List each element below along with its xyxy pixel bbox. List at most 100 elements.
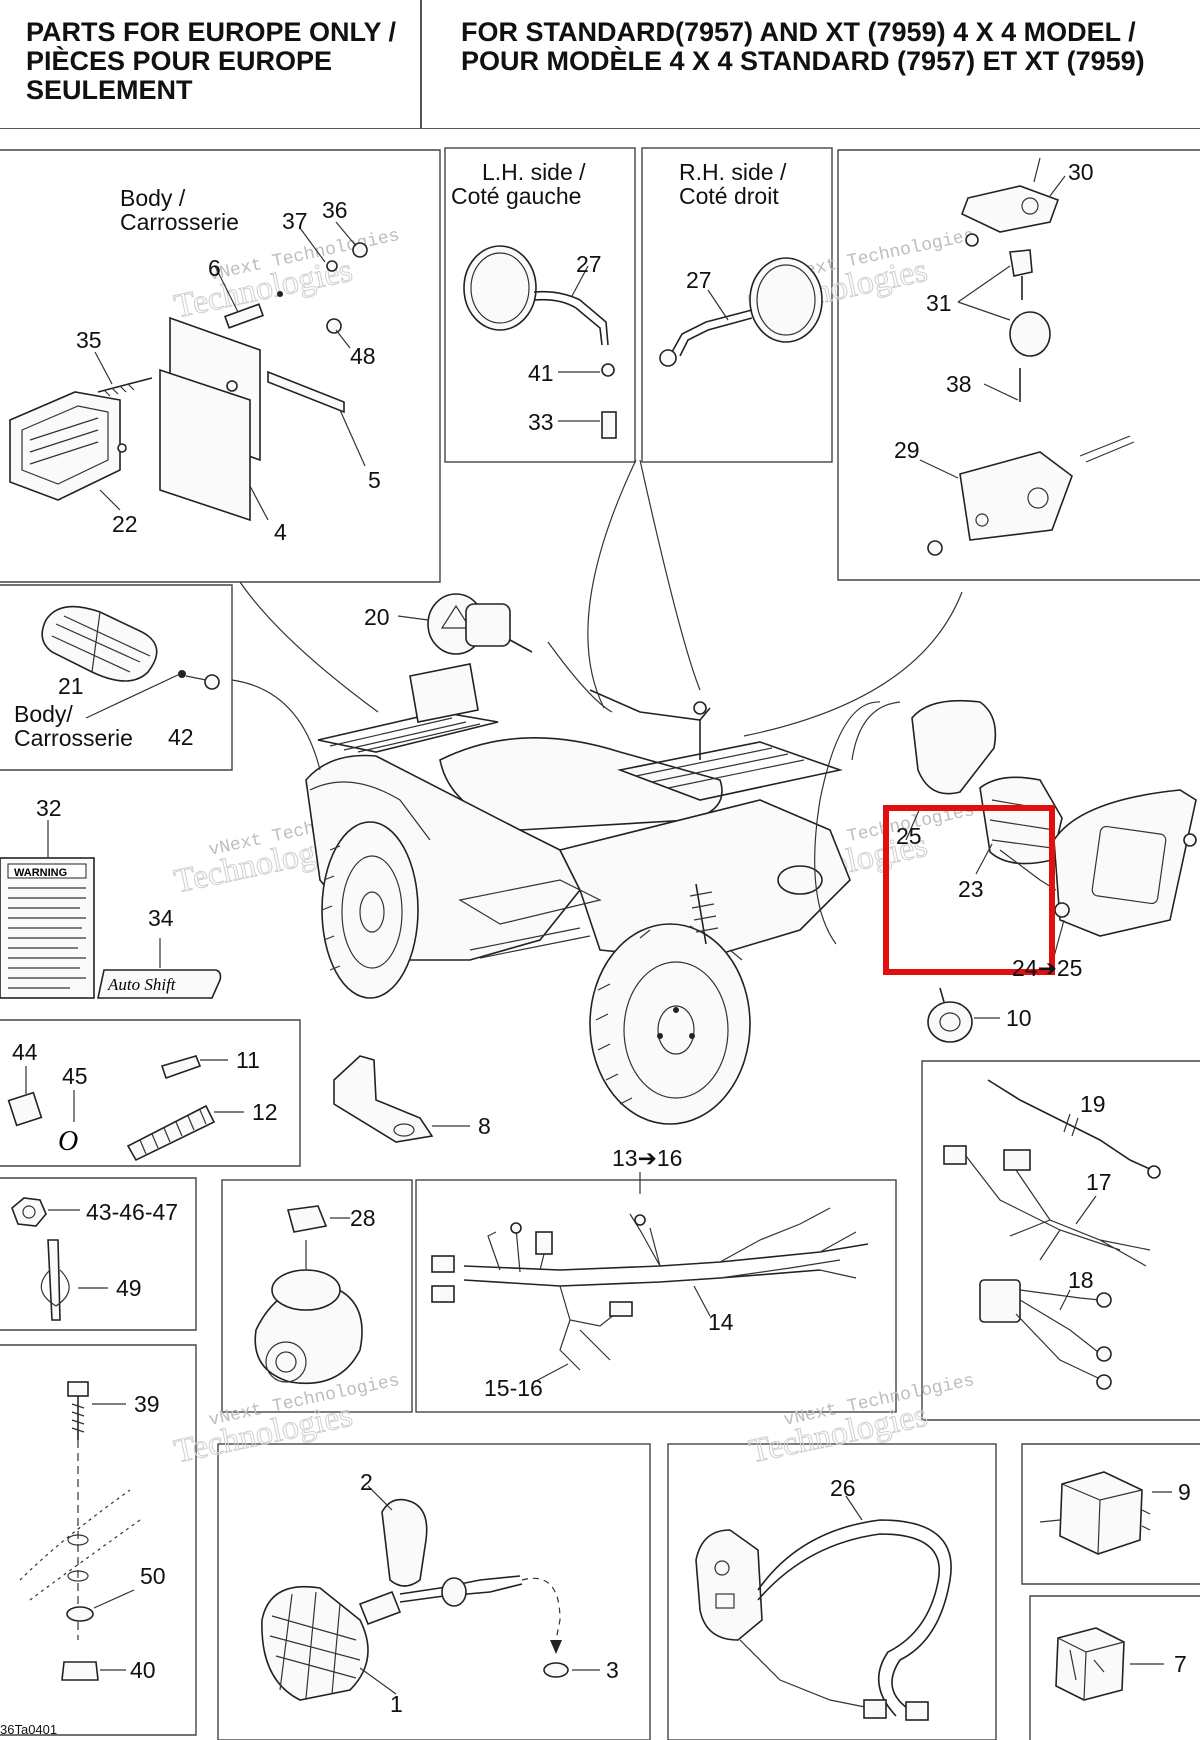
callout-32: 32 bbox=[36, 795, 62, 821]
figure-code: 36Ta0401 bbox=[0, 1722, 58, 1737]
header-line: FOR STANDARD(7957) AND XT (7959) 4 X 4 M… bbox=[461, 17, 1136, 47]
callout-29: 29 bbox=[894, 437, 920, 463]
watermark: vNext Technologies Technologies bbox=[171, 1371, 402, 1471]
bolt-stack bbox=[19, 1381, 141, 1681]
callout-50: 50 bbox=[140, 1563, 166, 1589]
connection-lines bbox=[231, 459, 963, 945]
connector bbox=[431, 1285, 455, 1303]
label-body-top: Carrosserie bbox=[120, 209, 239, 235]
callout-26: 26 bbox=[830, 1475, 856, 1501]
svg-text:WARNING: WARNING bbox=[14, 867, 67, 879]
callout-9: 9 bbox=[1178, 1479, 1191, 1505]
callout-31: 31 bbox=[926, 290, 952, 316]
callout-25: 25 bbox=[896, 823, 922, 849]
headlight-bezel bbox=[1053, 789, 1197, 937]
rivet bbox=[277, 291, 283, 297]
page-header: PARTS FOR EUROPE ONLY / PIÈCES POUR EURO… bbox=[0, 0, 1200, 129]
relay-connector bbox=[979, 1279, 1021, 1323]
relay bbox=[1055, 1627, 1125, 1701]
hazard-switch bbox=[397, 593, 533, 655]
front-wheel bbox=[589, 923, 751, 1125]
header-line: PARTS FOR EUROPE ONLY / bbox=[26, 17, 397, 47]
callout-35: 35 bbox=[76, 327, 102, 353]
callout-48: 48 bbox=[350, 343, 376, 369]
label-lh-side: Coté gauche bbox=[451, 183, 581, 209]
switch-bracket bbox=[960, 185, 1060, 233]
callout-37: 37 bbox=[282, 208, 308, 234]
turn-signal-lens bbox=[261, 1585, 369, 1701]
flange-nut bbox=[11, 1197, 47, 1227]
label-rh-side: Coté droit bbox=[679, 183, 779, 209]
callout-19: 19 bbox=[1080, 1091, 1106, 1117]
callout-10: 10 bbox=[1006, 1005, 1032, 1031]
header-region-note: PARTS FOR EUROPE ONLY / PIÈCES POUR EURO… bbox=[26, 18, 416, 105]
turn-signal-panel bbox=[261, 1485, 600, 1701]
callout-45: 45 bbox=[62, 1063, 88, 1089]
highlight-box bbox=[883, 805, 1055, 975]
front-rack bbox=[617, 741, 843, 801]
header-line: PIÈCES POUR EUROPE bbox=[26, 46, 333, 76]
mirror-head bbox=[749, 257, 823, 343]
callout-12: 12 bbox=[252, 1099, 278, 1125]
washer bbox=[543, 1662, 569, 1678]
relay bbox=[1059, 1471, 1143, 1555]
horn-body bbox=[927, 1001, 973, 1043]
washer bbox=[326, 260, 338, 272]
callout-18: 18 bbox=[1068, 1267, 1094, 1293]
callout-1: 1 bbox=[390, 1691, 403, 1717]
ignition-switch bbox=[1009, 311, 1051, 357]
washer bbox=[601, 363, 615, 377]
callout-15-16: 15-16 bbox=[484, 1375, 543, 1401]
callout-40: 40 bbox=[130, 1657, 156, 1683]
callout-2: 2 bbox=[360, 1469, 373, 1495]
atv-illustration bbox=[305, 663, 851, 1125]
header-line: POUR MODÈLE 4 X 4 STANDARD (7957) ET XT … bbox=[461, 46, 1145, 76]
callout-6: 6 bbox=[208, 255, 221, 281]
callout-14: 14 bbox=[708, 1309, 734, 1335]
lh-mirror bbox=[463, 245, 617, 439]
handlebar-switch-panel bbox=[695, 1495, 952, 1721]
panel-frames bbox=[0, 147, 1200, 1740]
push-nut bbox=[204, 674, 220, 690]
license-plate bbox=[159, 368, 251, 522]
spacer bbox=[224, 303, 264, 329]
label-body-left: Body/ bbox=[14, 701, 73, 727]
panel-labels: Body / Carrosserie L.H. side / Coté gauc… bbox=[14, 159, 787, 751]
callout-5: 5 bbox=[368, 467, 381, 493]
label-body-left: Carrosserie bbox=[14, 725, 133, 751]
header-line: SEULEMENT bbox=[26, 75, 193, 105]
callout-39: 39 bbox=[134, 1391, 160, 1417]
callout-22: 22 bbox=[112, 511, 138, 537]
headlight-assembly bbox=[905, 699, 1197, 965]
fastener-panel bbox=[11, 1197, 108, 1321]
rear-wheel bbox=[321, 821, 419, 999]
harness-adapters-panel bbox=[943, 1079, 1161, 1390]
ignition-key bbox=[1009, 249, 1033, 277]
watermark: vNext Technologies Technologies bbox=[171, 226, 402, 326]
callout-28: 28 bbox=[350, 1205, 376, 1231]
callout-labels: 37 36 6 35 48 5 22 4 27 41 33 27 30 31 3… bbox=[12, 159, 1191, 1717]
callout-30: 30 bbox=[1068, 159, 1094, 185]
connector-pin bbox=[160, 1055, 202, 1080]
gasket bbox=[7, 1091, 43, 1127]
spiral-wrap bbox=[126, 1104, 216, 1162]
rh-mirror bbox=[659, 257, 823, 367]
wiring-harness-panel bbox=[431, 1172, 869, 1383]
small-parts-panel: O bbox=[7, 1055, 244, 1162]
ground-cable bbox=[987, 1079, 1153, 1171]
callout-36: 36 bbox=[322, 197, 348, 223]
callout-41: 41 bbox=[528, 360, 554, 386]
tail-light-assembly bbox=[9, 221, 368, 522]
handlebar-switch bbox=[695, 1529, 763, 1641]
mirror-head bbox=[463, 245, 537, 331]
grommet bbox=[286, 1205, 328, 1233]
connector bbox=[905, 1701, 929, 1721]
nut bbox=[441, 1577, 467, 1607]
callout-17: 17 bbox=[1086, 1169, 1112, 1195]
callout-4: 4 bbox=[274, 519, 287, 545]
callout-13-16: 13➔16 bbox=[612, 1145, 682, 1171]
callout-43-46-47: 43-46-47 bbox=[86, 1199, 178, 1225]
mirror-clamp bbox=[659, 349, 677, 367]
callout-3: 3 bbox=[606, 1657, 619, 1683]
